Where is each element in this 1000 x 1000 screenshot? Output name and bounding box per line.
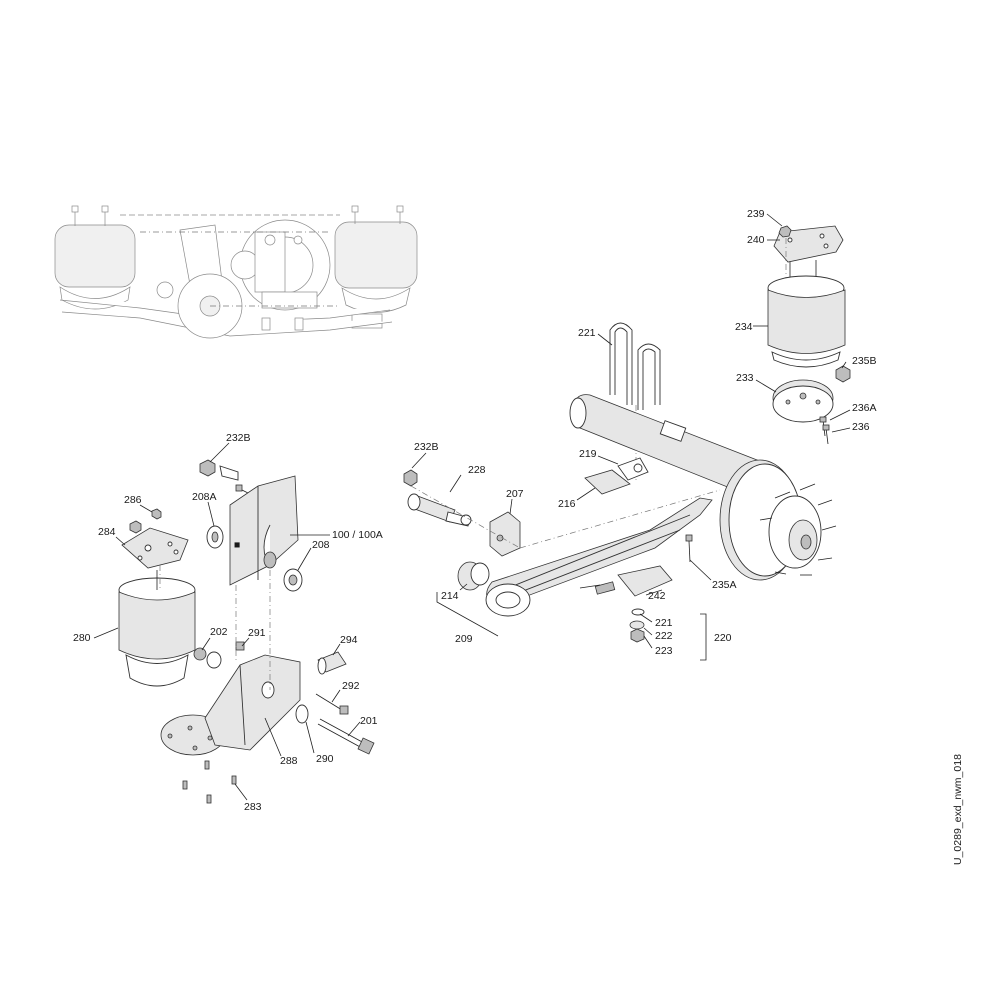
bolt-201 [317, 718, 375, 755]
bracket-207 [489, 511, 521, 557]
left-hanger-assembly: ■ [118, 459, 375, 804]
callout-214: 214 [441, 590, 459, 602]
u-bolts-221 [609, 322, 661, 480]
callout-228: 228 [468, 464, 486, 476]
callout-239: 239 [747, 208, 765, 220]
axle-assembly [403, 322, 837, 643]
overview-brake-cluster [230, 219, 331, 311]
top-plate-240 [773, 225, 844, 263]
washer-290 [295, 704, 309, 724]
nut-232B-right [403, 469, 418, 487]
nut-202 [193, 647, 207, 661]
part-219 [617, 457, 649, 481]
callout-294: 294 [340, 634, 358, 646]
sleeve-294 [317, 651, 347, 675]
callout-208A: 208A [192, 491, 217, 503]
nut-291 [235, 641, 245, 651]
piston-plate-233 [772, 379, 834, 423]
callout-235A: 235A [712, 579, 737, 591]
callout-284: 284 [98, 526, 116, 538]
callout-219: 219 [579, 448, 597, 460]
callout-209: 209 [455, 633, 473, 645]
plate-242 [579, 565, 673, 597]
callout-286: 286 [124, 494, 142, 506]
nut-239 [778, 225, 792, 238]
nut-washer-220 [629, 608, 645, 643]
callout-288: 288 [280, 755, 298, 767]
bolt-235A [685, 534, 693, 563]
hanger-bracket-100: ■ [229, 475, 299, 586]
callout-235B: 235B [852, 355, 877, 367]
overview-left-air-spring [54, 205, 136, 310]
callout-labels: 239 240 234 235B 233 236A 236 221 232B 2… [73, 208, 877, 813]
callout-236: 236 [852, 421, 870, 433]
callout-208: 208 [312, 539, 330, 551]
wheel-studs [759, 483, 837, 576]
callout-223: 223 [655, 645, 673, 657]
bushing-214 [457, 561, 490, 591]
callout-283: 283 [244, 801, 262, 813]
wheel-hub-disc [719, 459, 822, 581]
callout-202: 202 [210, 626, 228, 638]
callout-291: 291 [248, 627, 266, 639]
callout-207: 207 [506, 488, 524, 500]
assembled-overview-view [54, 205, 418, 339]
bolts-283 [182, 760, 237, 804]
nut-232B-left [199, 459, 216, 477]
drawing-id: U_0289_exd_nwm_018 [952, 754, 964, 865]
top-plate-284 [121, 527, 189, 569]
callout-100-100A: 100 / 100A [332, 529, 383, 541]
shock-absorber-228 [407, 493, 472, 527]
nut-235B [835, 365, 851, 383]
callout-222: 222 [655, 630, 673, 642]
callout-280: 280 [73, 632, 91, 644]
callout-221-ubolt: 221 [578, 327, 596, 339]
callout-290: 290 [316, 753, 334, 765]
callout-242: 242 [648, 590, 666, 602]
air-spring-stack [767, 225, 851, 445]
callout-220: 220 [714, 632, 732, 644]
callout-216: 216 [558, 498, 576, 510]
callout-221: 221 [655, 617, 673, 629]
shim-216 [584, 469, 631, 495]
axle-seat-288 [160, 654, 301, 756]
callout-232B-left: 232B [226, 432, 251, 444]
svg-text:■: ■ [234, 539, 240, 551]
bolt-292 [315, 693, 349, 715]
nuts-286 [129, 520, 142, 534]
air-bag-234 [767, 275, 846, 368]
callout-232B-right: 232B [414, 441, 439, 453]
leader-lines [93, 213, 851, 801]
callout-236A: 236A [852, 402, 877, 414]
callout-234: 234 [735, 321, 753, 333]
callout-240: 240 [747, 234, 765, 246]
leaf-spring-209 [485, 497, 713, 617]
callout-292: 292 [342, 680, 360, 692]
callout-201: 201 [360, 715, 378, 727]
callout-233: 233 [736, 372, 754, 384]
air-bag-280 [118, 570, 196, 687]
